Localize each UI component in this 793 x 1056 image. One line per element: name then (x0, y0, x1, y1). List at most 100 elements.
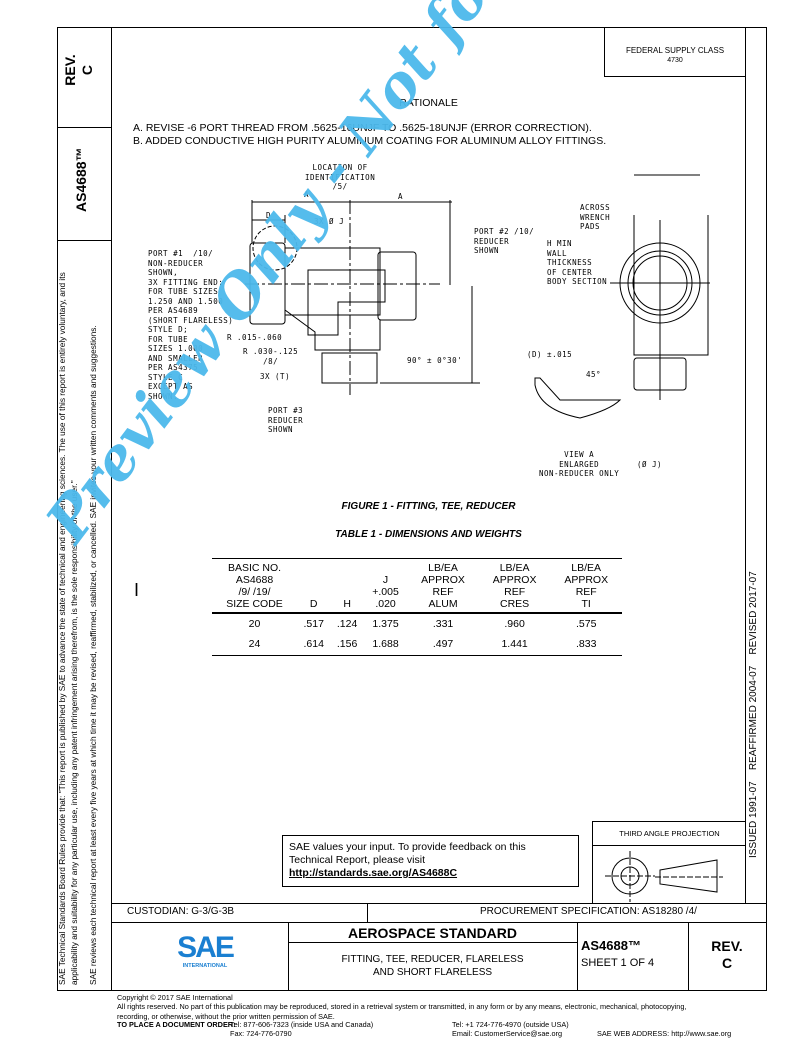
document-title: FITTING, TEE, REDUCER, FLARELESS AND SHO… (288, 953, 577, 979)
cell: .614 (297, 634, 331, 656)
cell: .833 (550, 634, 622, 656)
location-id-label: LOCATION OF IDENTIFICATION /5/ (305, 163, 376, 191)
col-header: H (330, 558, 364, 614)
cell: 20 (248, 618, 261, 630)
feedback-text: Technical Report, please visit (289, 854, 425, 866)
tel-domestic: Tel: 877-606-7323 (inside USA and Canada… (230, 1020, 374, 1029)
footer: Copyright © 2017 SAE International All r… (117, 993, 767, 1021)
col-header: LB/EA APPROX REF CRES (478, 558, 551, 614)
rationale-list: A. REVISE -6 PORT THREAD FROM .5625-16UN… (133, 122, 606, 148)
projection-label: THIRD ANGLE PROJECTION (593, 822, 746, 846)
title-line: AND SHORT FLARELESS (372, 967, 493, 978)
figure-caption: FIGURE 1 - FITTING, TEE, REDUCER (341, 501, 516, 512)
rationale-item: B. ADDED CONDUCTIVE HIGH PURITY ALUMINUM… (133, 135, 607, 147)
cell: .575 (575, 618, 597, 630)
dim-a-label: A (304, 190, 310, 199)
title-rev: REV. C (688, 938, 766, 972)
federal-supply-box: FEDERAL SUPPLY CLASS 4730 (604, 27, 746, 77)
cell: .156 (330, 634, 364, 656)
cell: .331 (432, 618, 454, 630)
issue-dates: ISSUED 1991-07 REAFFIRMED 2004-07 REVISE… (748, 571, 759, 858)
order-label: TO PLACE A DOCUMENT ORDER: (117, 1020, 236, 1029)
port3-label: PORT #3 REDUCER SHOWN (268, 406, 304, 434)
dia-j-label: (Ø J) (637, 460, 663, 469)
sidebar-rev: REV.C (62, 40, 96, 100)
tel-international: Tel: +1 724-776-4970 (outside USA) (452, 1020, 569, 1029)
left-sidebar (57, 27, 112, 990)
cell: .517 (303, 618, 324, 630)
fax: Fax: 724-776-0790 (230, 1029, 292, 1038)
sheet-number: SHEET 1 OF 4 (581, 957, 655, 969)
d-tolerance-label: (D) ±.015 (527, 350, 573, 359)
feedback-text: SAE values your input. To provide feedba… (289, 841, 526, 853)
dimensions-table: BASIC NO. AS4688 /9/ /19/ SIZE CODE D H … (212, 558, 622, 656)
page-frame (57, 27, 767, 991)
projection-box: THIRD ANGLE PROJECTION (592, 821, 746, 903)
cell: .124 (336, 618, 358, 630)
col-header: LB/EA APPROX REF TI (550, 558, 622, 614)
cell: 1.441 (478, 634, 551, 656)
divider (745, 27, 746, 903)
rights-text: recording, or otherwise, without the pri… (117, 1011, 335, 1021)
cell: 1.375 (372, 618, 399, 630)
divider (57, 127, 112, 128)
wall-thickness-label: H MIN WALL THICKNESS OF CENTER BODY SECT… (547, 239, 608, 286)
cell: 24 (212, 634, 297, 656)
email[interactable]: Email: CustomerService@sae.org (452, 1029, 563, 1038)
supply-class-label: FEDERAL SUPPLY CLASS (625, 46, 725, 55)
fitting-drawing (245, 174, 710, 419)
table-header-row: BASIC NO. AS4688 /9/ /19/ SIZE CODE D H … (212, 558, 622, 614)
table-caption: TABLE 1 - DIMENSIONS AND WEIGHTS (335, 529, 522, 540)
port2-label: PORT #2 /10/ REDUCER SHOWN (474, 227, 535, 255)
angle-45-label: 45° (586, 370, 602, 379)
projection-symbol-icon (605, 851, 723, 902)
feedback-link[interactable]: http://standards.sae.org/AS4688C (289, 867, 458, 879)
logo-subtitle: INTERNATIONAL (182, 963, 228, 969)
procurement-spec: PROCUREMENT SPECIFICATION: AS18280 /4/ (480, 906, 697, 917)
col-header: D (297, 558, 331, 614)
divider (57, 240, 112, 241)
web-address[interactable]: SAE WEB ADDRESS: http://www.sae.org (597, 1029, 732, 1038)
across-pads-label: ACROSS WRENCH PADS (580, 203, 611, 231)
dim-d-label: D (266, 211, 272, 220)
custodian: CUSTODIAN: G-3/G-3B (127, 906, 235, 917)
port1-label: PORT #1 /10/ NON-REDUCER SHOWN, 3X FITTI… (148, 249, 234, 401)
rationale-title: RATIONALE (399, 97, 458, 109)
angle-label: 90° ± 0°30' (407, 356, 463, 365)
radius2-label: R .030-.125 /8/ (243, 347, 299, 366)
feedback-box: SAE values your input. To provide feedba… (282, 835, 579, 887)
dim-a2-label: A (398, 192, 404, 201)
sidebar-notice-2: SAE reviews each technical report at lea… (88, 325, 98, 985)
cell: 1.688 (363, 634, 408, 656)
col-header: BASIC NO. AS4688 /9/ /19/ SIZE CODE (212, 558, 297, 614)
thread-label: 3X (T) (260, 372, 291, 381)
dim-j-label: 3X Ø J (314, 217, 345, 226)
sidebar-notice-1: SAE Technical Standards Board Rules prov… (57, 272, 79, 985)
doc-number: AS4688™ (581, 938, 641, 953)
col-header: J +.005 .020 (363, 558, 408, 614)
standard-type: AEROSPACE STANDARD (347, 925, 518, 941)
divider (577, 922, 578, 990)
divider (367, 903, 368, 922)
logo-text: SAE (177, 931, 235, 964)
rights-text: All rights reserved. No part of this pub… (117, 1002, 687, 1012)
rev-value: C (79, 64, 95, 76)
sidebar-doc-number: AS4688™ (73, 147, 89, 212)
copyright: Copyright © 2017 SAE International (117, 993, 233, 1002)
change-bar: I (134, 580, 140, 600)
view-a-label: VIEW A ENLARGED NON-REDUCER ONLY (539, 450, 620, 478)
sae-logo: SAE INTERNATIONAL (160, 931, 250, 970)
col-header: LB/EA APPROX REF ALUM (407, 558, 479, 614)
radius1-label: R .015-.060 (227, 333, 283, 342)
divider (288, 942, 577, 943)
divider (688, 922, 689, 990)
rev-label: REV. (62, 54, 78, 86)
rationale-item: A. REVISE -6 PORT THREAD FROM .5625-16UN… (133, 122, 592, 134)
rev-value: C (721, 955, 733, 971)
divider (112, 922, 766, 923)
rev-label: REV. (711, 938, 743, 954)
divider (288, 922, 289, 990)
supply-class-value: 4730 (667, 57, 683, 64)
